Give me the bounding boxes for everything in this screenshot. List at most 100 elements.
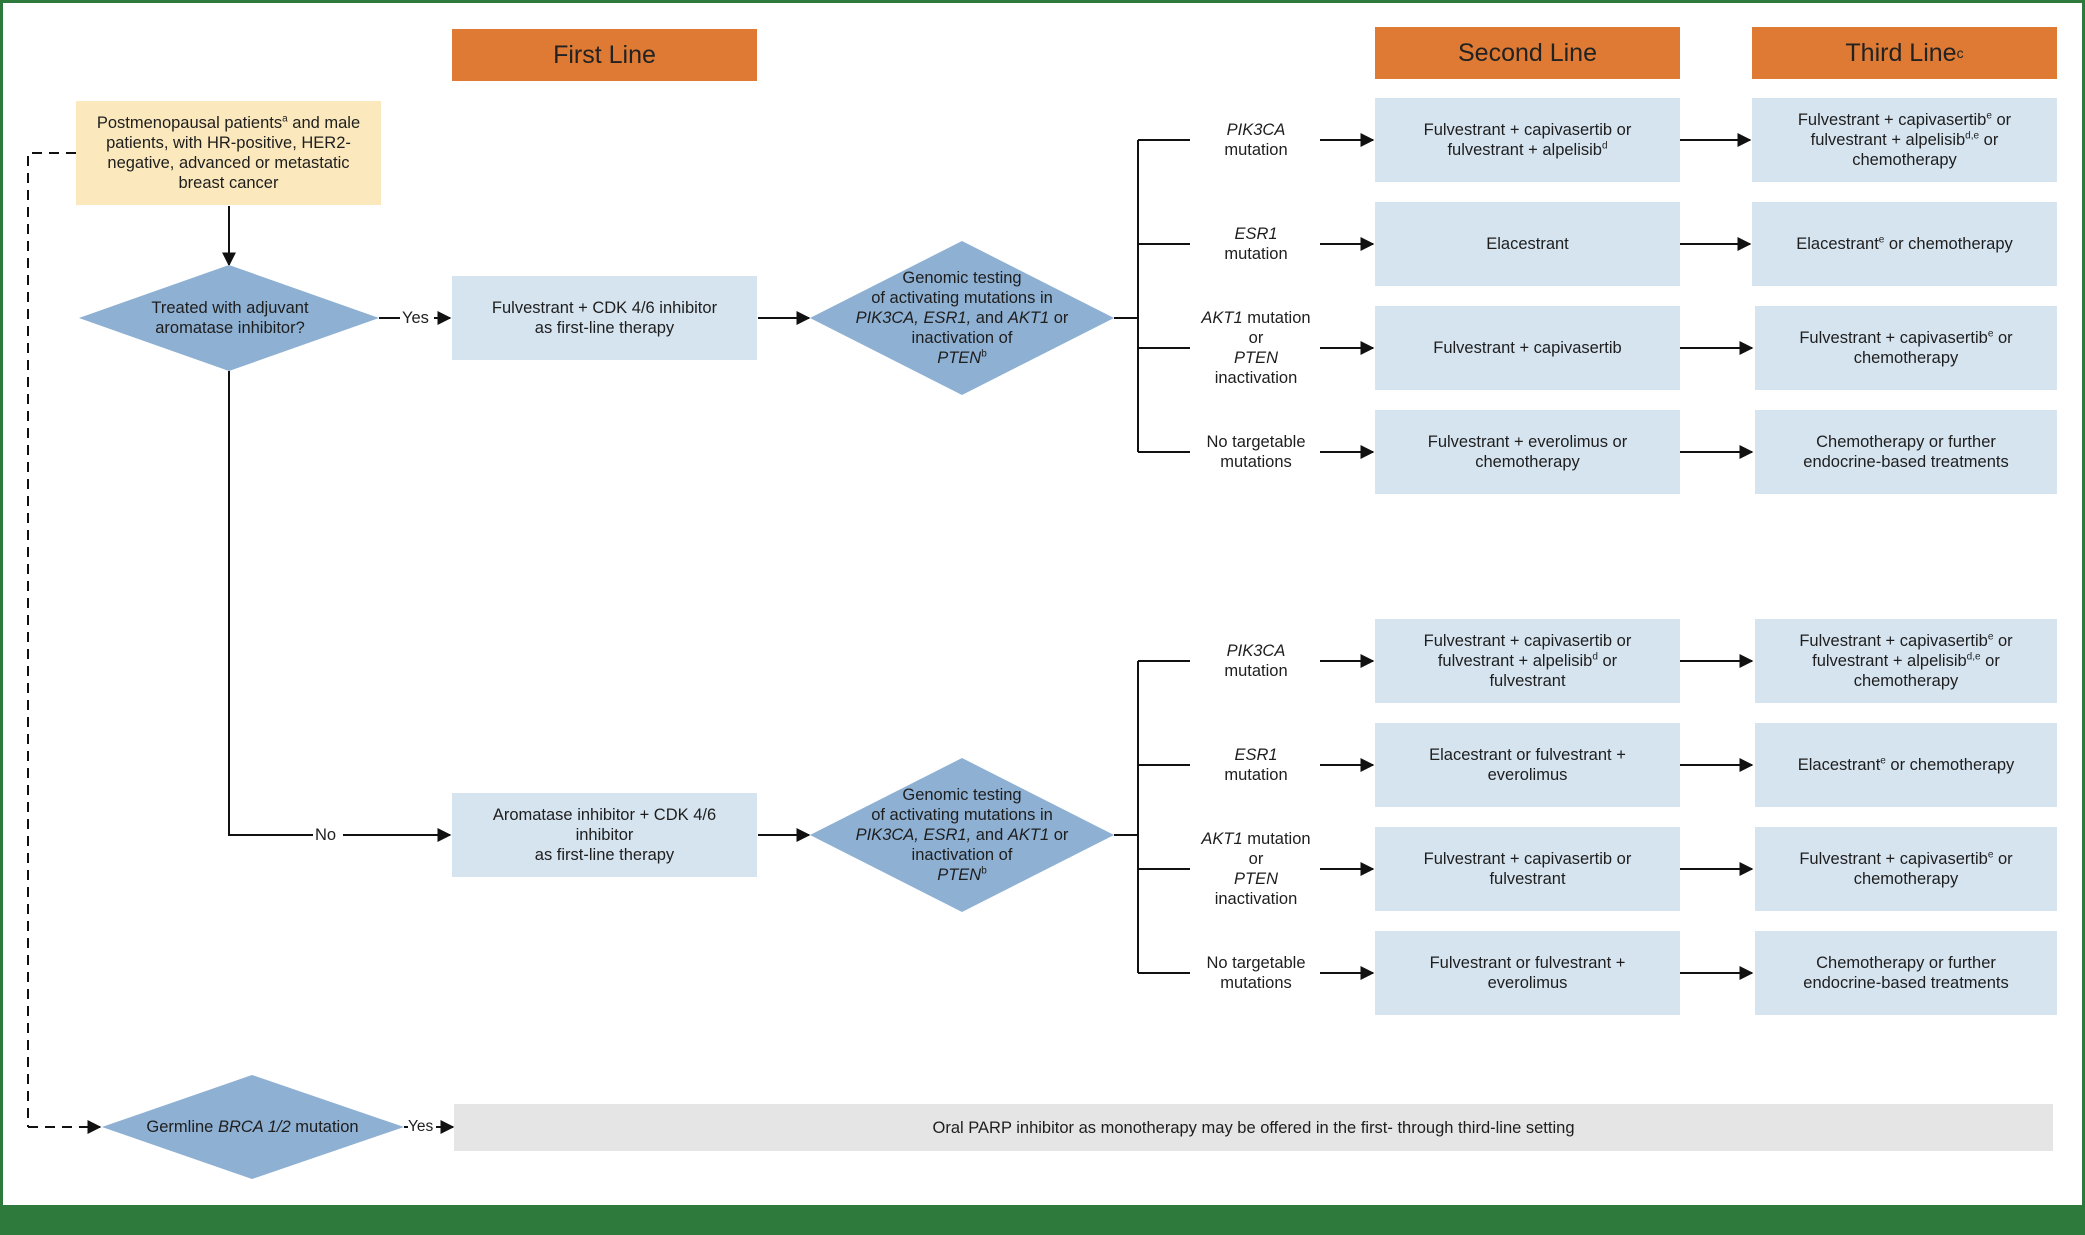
yes-label: Yes (402, 308, 429, 328)
header-first-line-label: First Line (553, 40, 656, 69)
header-first-line: First Line (452, 29, 757, 81)
treatment-text: or (1597, 652, 1618, 670)
treatment-text: fulvestrant + alpelisib (1812, 652, 1967, 670)
treatment-text: Elacestrant (1796, 235, 1879, 253)
parp-text: Oral PARP inhibitor as monotherapy may b… (932, 1118, 1575, 1137)
mutation-word: mutation (1224, 662, 1288, 680)
gene-esr1: ESR1, (923, 826, 972, 844)
population-text: Postmenopausal patients (96, 114, 283, 132)
mutation-word: mutation (1224, 245, 1288, 263)
mutation-word: or (1248, 329, 1264, 347)
decision-ai-text: Treated with adjuvant aromatase inhibitor… (110, 293, 350, 343)
gene-esr1: ESR1, (923, 309, 972, 327)
second-line-none-box: Fulvestrant or fulvestrant + everolimus (1375, 931, 1680, 1015)
mutation-word: mutation (1242, 309, 1311, 327)
treatment-text: Fulvestrant + capivasertib (1433, 339, 1622, 357)
second-line-akt1-box: Fulvestrant + capivasertib (1375, 306, 1680, 390)
footnote-a: a (282, 113, 288, 125)
genomic-line: of activating mutations in (871, 289, 1053, 307)
footnote-b: b (981, 348, 987, 360)
footnote-e: e (1986, 110, 1992, 122)
genomic-line: and (971, 309, 1008, 327)
treatment-text: Fulvestrant or fulvestrant + (1429, 954, 1626, 972)
treatment-text: or (1993, 329, 2013, 347)
genomic-line: Genomic testing (902, 786, 1022, 804)
brca-word: Germline (146, 1118, 218, 1136)
treatment-text: Fulvestrant + capivasertib (1799, 850, 1988, 868)
footnote-d: d (1592, 651, 1598, 663)
treatment-text: Fulvestrant + capivasertib (1799, 632, 1988, 650)
second-line-esr1-box: Elacestrant (1375, 202, 1680, 286)
mutation-word: mutation (1242, 830, 1311, 848)
genomic-line: and (971, 826, 1008, 844)
treatment-text: or (1979, 131, 1999, 149)
gene-akt1: AKT1 (1007, 826, 1050, 844)
treatment-text: fulvestrant + alpelisib (1810, 131, 1966, 149)
dashed-line-brca (27, 152, 76, 1127)
treatment-text: Fulvestrant + everolimus or (1427, 433, 1628, 451)
treatment-text: or (1991, 111, 2012, 129)
mutation-word: inactivation (1214, 890, 1298, 908)
genomic-line: or (1049, 309, 1069, 327)
gene-pten: PTEN (1233, 870, 1278, 888)
population-text: breast cancer (178, 174, 279, 192)
mutation-word: inactivation (1214, 369, 1298, 387)
footnote-e: e (1987, 631, 1994, 643)
genomic-line: inactivation of (911, 329, 1013, 347)
brca-text: Germline BRCA 1/2 mutation (130, 1112, 375, 1142)
brca-word: mutation (290, 1118, 359, 1136)
treatment-text: or chemotherapy (1884, 235, 2013, 253)
genomic-line: inactivation of (911, 846, 1013, 864)
footnote-e: e (1987, 849, 1994, 861)
mutation-word: mutations (1220, 974, 1292, 992)
third-line-esr1-box: Elacestrante or chemotherapy (1755, 723, 2057, 807)
treatment-text: chemotherapy (1852, 151, 1957, 169)
no-label: No (315, 825, 337, 845)
footnote-e: e (1880, 755, 1886, 767)
treatment-text: everolimus (1487, 974, 1568, 992)
gene-pten: PTEN (937, 349, 982, 367)
treatment-text: or (1993, 850, 2013, 868)
second-line-none-box: Fulvestrant + everolimus or chemotherapy (1375, 410, 1680, 494)
mutation-word: mutation (1224, 141, 1288, 159)
treatment-text: everolimus (1487, 766, 1568, 784)
decision-ai-line: Treated with adjuvant (151, 299, 309, 317)
first-line-text: as first-line therapy (534, 846, 675, 864)
treatment-text: Fulvestrant + capivasertib (1799, 329, 1988, 347)
genomic-text-lower: Genomic testing of activating mutations … (842, 785, 1082, 885)
bottom-bar (0, 1205, 2085, 1235)
population-box: Postmenopausal patientsa and male patien… (76, 101, 381, 205)
mutation-word: mutation (1224, 766, 1288, 784)
treatment-text: Chemotherapy or further (1816, 433, 1996, 451)
gene-akt1: AKT1 (1007, 309, 1050, 327)
treatment-text: chemotherapy (1475, 453, 1580, 471)
decision-ai-line: aromatase inhibitor? (155, 319, 305, 337)
mutation-word: or (1248, 850, 1264, 868)
header-third-line-label: Third Line (1845, 38, 1957, 67)
genomic-line: of activating mutations in (871, 806, 1053, 824)
footnote-e: e (1878, 234, 1885, 246)
treatment-text: Fulvestrant + capivasertib or (1423, 121, 1632, 139)
population-text: negative, advanced or metastatic (107, 154, 350, 172)
header-second-line: Second Line (1375, 27, 1680, 79)
treatment-text: Fulvestrant + capivasertib or (1423, 850, 1632, 868)
genomic-text-upper: Genomic testing of activating mutations … (842, 268, 1082, 368)
genomic-line: Genomic testing (902, 269, 1022, 287)
treatment-text: endocrine-based treatments (1803, 974, 2009, 992)
gene-pten: PTEN (937, 866, 982, 884)
genomic-diamond-lower (810, 758, 1114, 912)
